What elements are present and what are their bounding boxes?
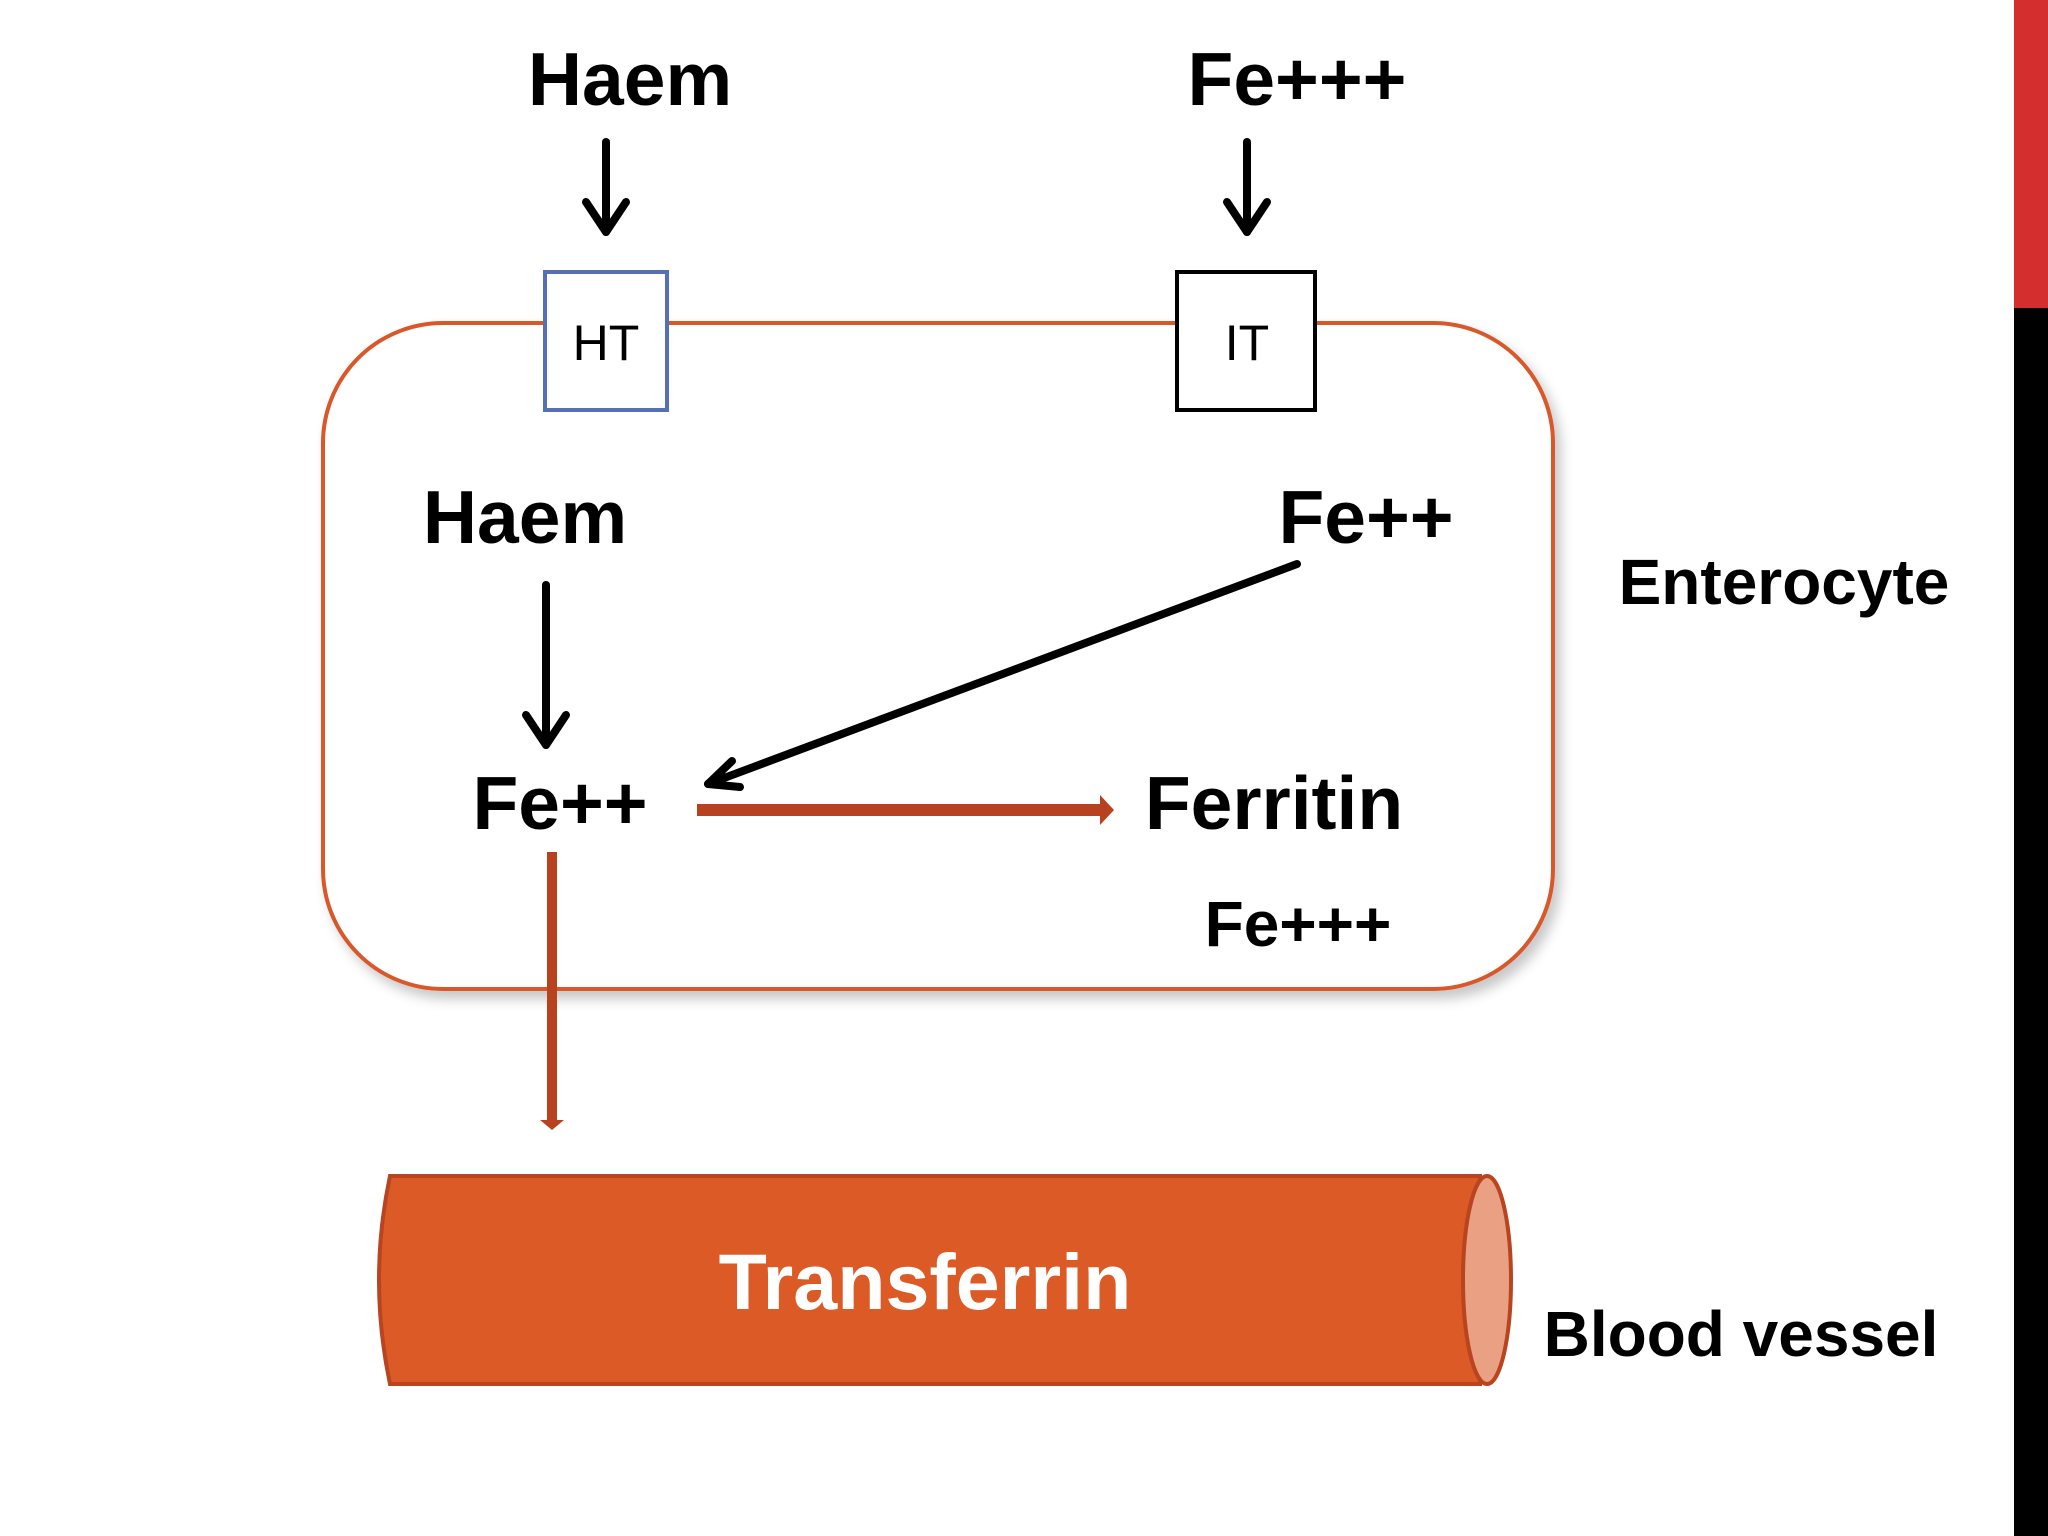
ferrous-to-transferrin-arrow (540, 852, 564, 1130)
ferritin-ferric-label: Fe+++ (1205, 888, 1392, 960)
ferritin-label: Ferritin (1145, 761, 1403, 845)
outside-haem-label: Haem (528, 37, 732, 121)
blood-vessel-label: Blood vessel (1544, 1298, 1939, 1370)
cell-haem-label: Haem (423, 475, 627, 559)
ferrous-to-ferritin-arrow (697, 795, 1114, 825)
haem-to-ferrous-arrow (522, 581, 570, 749)
enterocyte-membrane (321, 321, 1555, 991)
outside-ferric-label: Fe+++ (1188, 37, 1407, 121)
blood-vessel-end (1461, 1174, 1513, 1386)
ferrous-to-pool-arrow (704, 560, 1301, 791)
transferrin-label: Transferrin (719, 1237, 1132, 1326)
enterocyte-label: Enterocyte (1619, 546, 1950, 618)
blood-vessel (377, 1174, 1513, 1386)
cell-ferrous-pool-label: Fe++ (472, 761, 647, 845)
iron-transporter-box (1175, 270, 1317, 412)
ferric-entry-arrow (1223, 138, 1271, 236)
ht-label: HT (573, 315, 640, 371)
it-label: IT (1225, 315, 1269, 371)
haem-entry-arrow (582, 138, 630, 236)
side-bar-red (2014, 0, 2048, 308)
cell-ferrous-in-label: Fe++ (1278, 475, 1453, 559)
side-bar-black (2014, 308, 2048, 1536)
haem-transporter-box (543, 270, 669, 412)
